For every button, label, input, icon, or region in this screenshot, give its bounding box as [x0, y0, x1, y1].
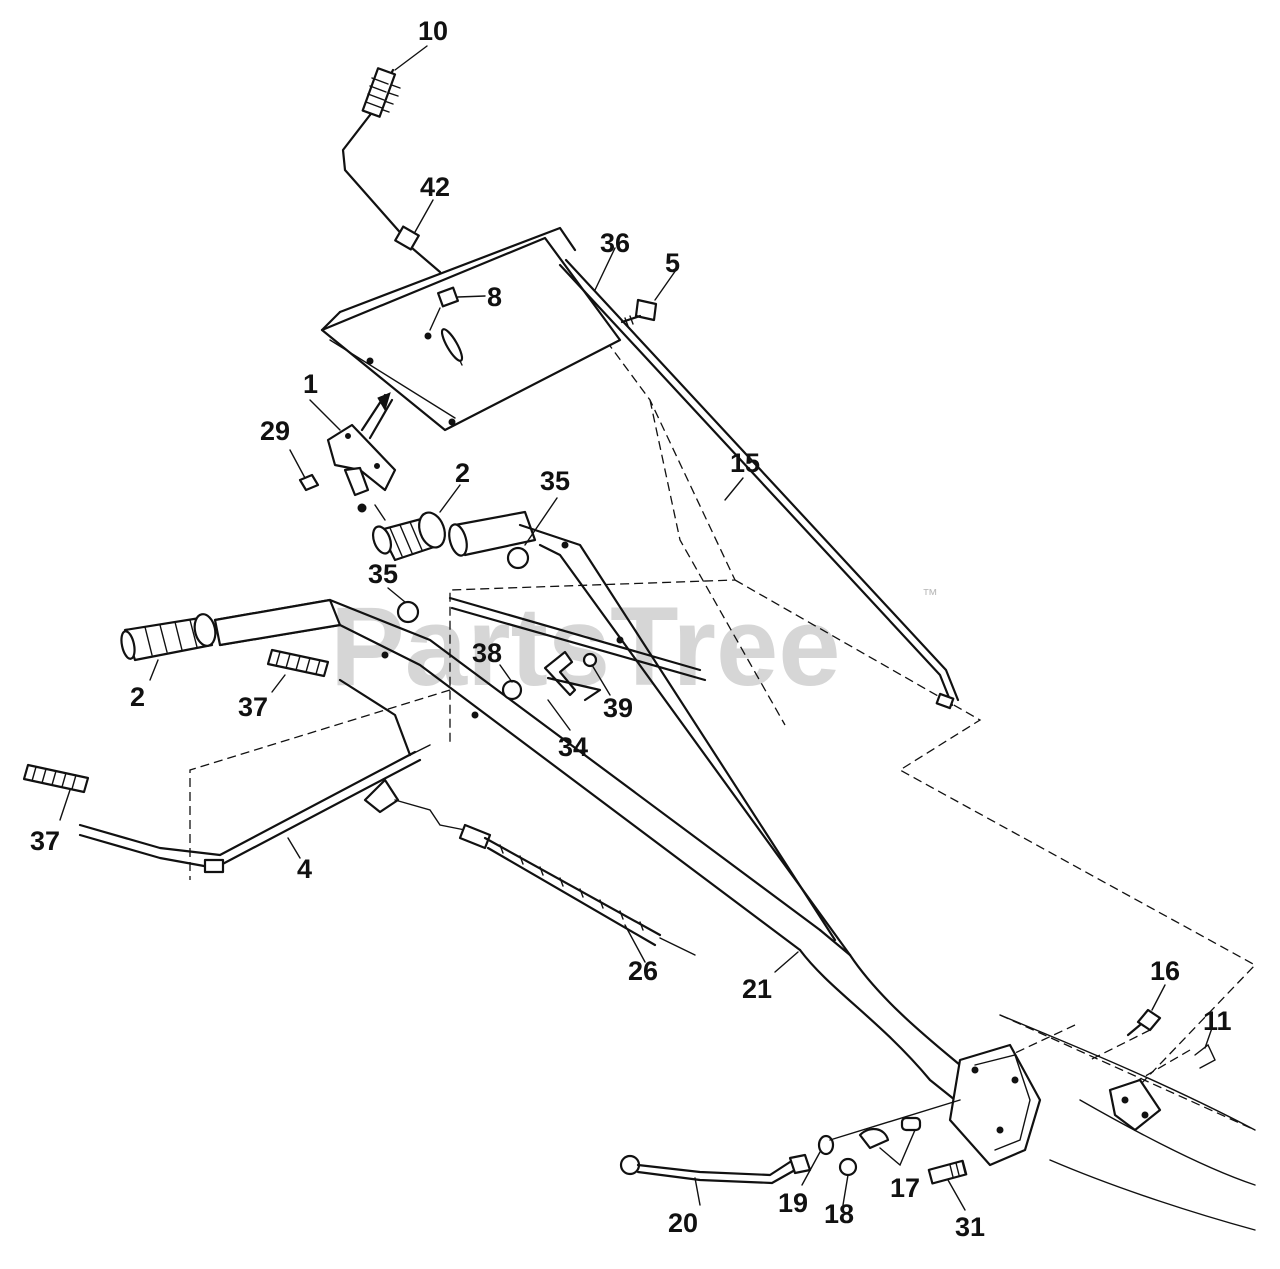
part-10-spring-rod — [341, 67, 442, 274]
part-15-control-rod — [558, 258, 960, 710]
part-8-bolt — [424, 286, 460, 340]
callout-1: 1 — [303, 369, 318, 399]
part-16-bolt — [1126, 1008, 1162, 1037]
callout-19: 19 — [778, 1188, 808, 1218]
part-1-bracket — [326, 392, 397, 521]
callout-31: 31 — [955, 1212, 985, 1242]
part-19-washer — [817, 1134, 835, 1156]
callout-37-left: 37 — [30, 826, 60, 856]
part-36-control-panel — [320, 226, 622, 432]
callout-35-left: 35 — [368, 559, 398, 589]
part-2-left-grip — [120, 613, 217, 662]
part-11-pin — [1194, 1043, 1216, 1069]
callout-11: 11 — [1203, 1006, 1232, 1036]
watermark: PartsTree ™ — [330, 584, 938, 709]
callout-21: 21 — [742, 974, 772, 1004]
callout-29: 29 — [260, 416, 290, 446]
part-18-nut — [838, 1157, 858, 1177]
callout-39: 39 — [603, 693, 633, 723]
part-26-cable — [394, 596, 707, 956]
callout-2-left: 2 — [130, 682, 145, 712]
part-35-nuts — [396, 546, 530, 624]
callout-35-top: 35 — [540, 466, 570, 496]
callout-26: 26 — [628, 956, 658, 986]
callout-15: 15 — [730, 448, 760, 478]
callout-10: 10 — [418, 16, 448, 46]
hitch-bracket — [1108, 1078, 1162, 1132]
part-17-pins — [829, 1099, 961, 1167]
part-2-top-grip — [371, 510, 537, 562]
callout-18: 18 — [824, 1199, 854, 1229]
part-20-depth-lever — [619, 1153, 812, 1185]
callout-37-mid: 37 — [238, 692, 268, 722]
callout-8: 8 — [487, 282, 502, 312]
callout-42: 42 — [420, 172, 450, 202]
callout-4: 4 — [297, 854, 312, 884]
callout-2-top: 2 — [455, 458, 470, 488]
leader-lines — [59, 45, 1213, 1211]
phantom-outline — [189, 284, 1257, 1231]
part-29-nut — [298, 473, 320, 492]
callout-5: 5 — [665, 248, 680, 278]
callout-labels: 10 42 36 5 8 1 29 15 2 35 35 2 37 38 39 … — [30, 16, 1232, 1242]
part-4-linkage-rod — [78, 678, 431, 874]
part-5-screw — [620, 298, 658, 327]
gearcase-plate — [948, 1043, 1042, 1167]
part-21-handle-frame — [213, 523, 982, 1122]
watermark-trademark: ™ — [922, 587, 938, 604]
callout-20: 20 — [668, 1208, 698, 1238]
callout-36: 36 — [600, 228, 630, 258]
callout-17: 17 — [890, 1173, 920, 1203]
callout-38: 38 — [472, 638, 502, 668]
callout-34: 34 — [558, 732, 588, 762]
part-31-bolt — [927, 1159, 968, 1185]
callout-16: 16 — [1150, 956, 1180, 986]
part-37-springs — [22, 648, 330, 794]
